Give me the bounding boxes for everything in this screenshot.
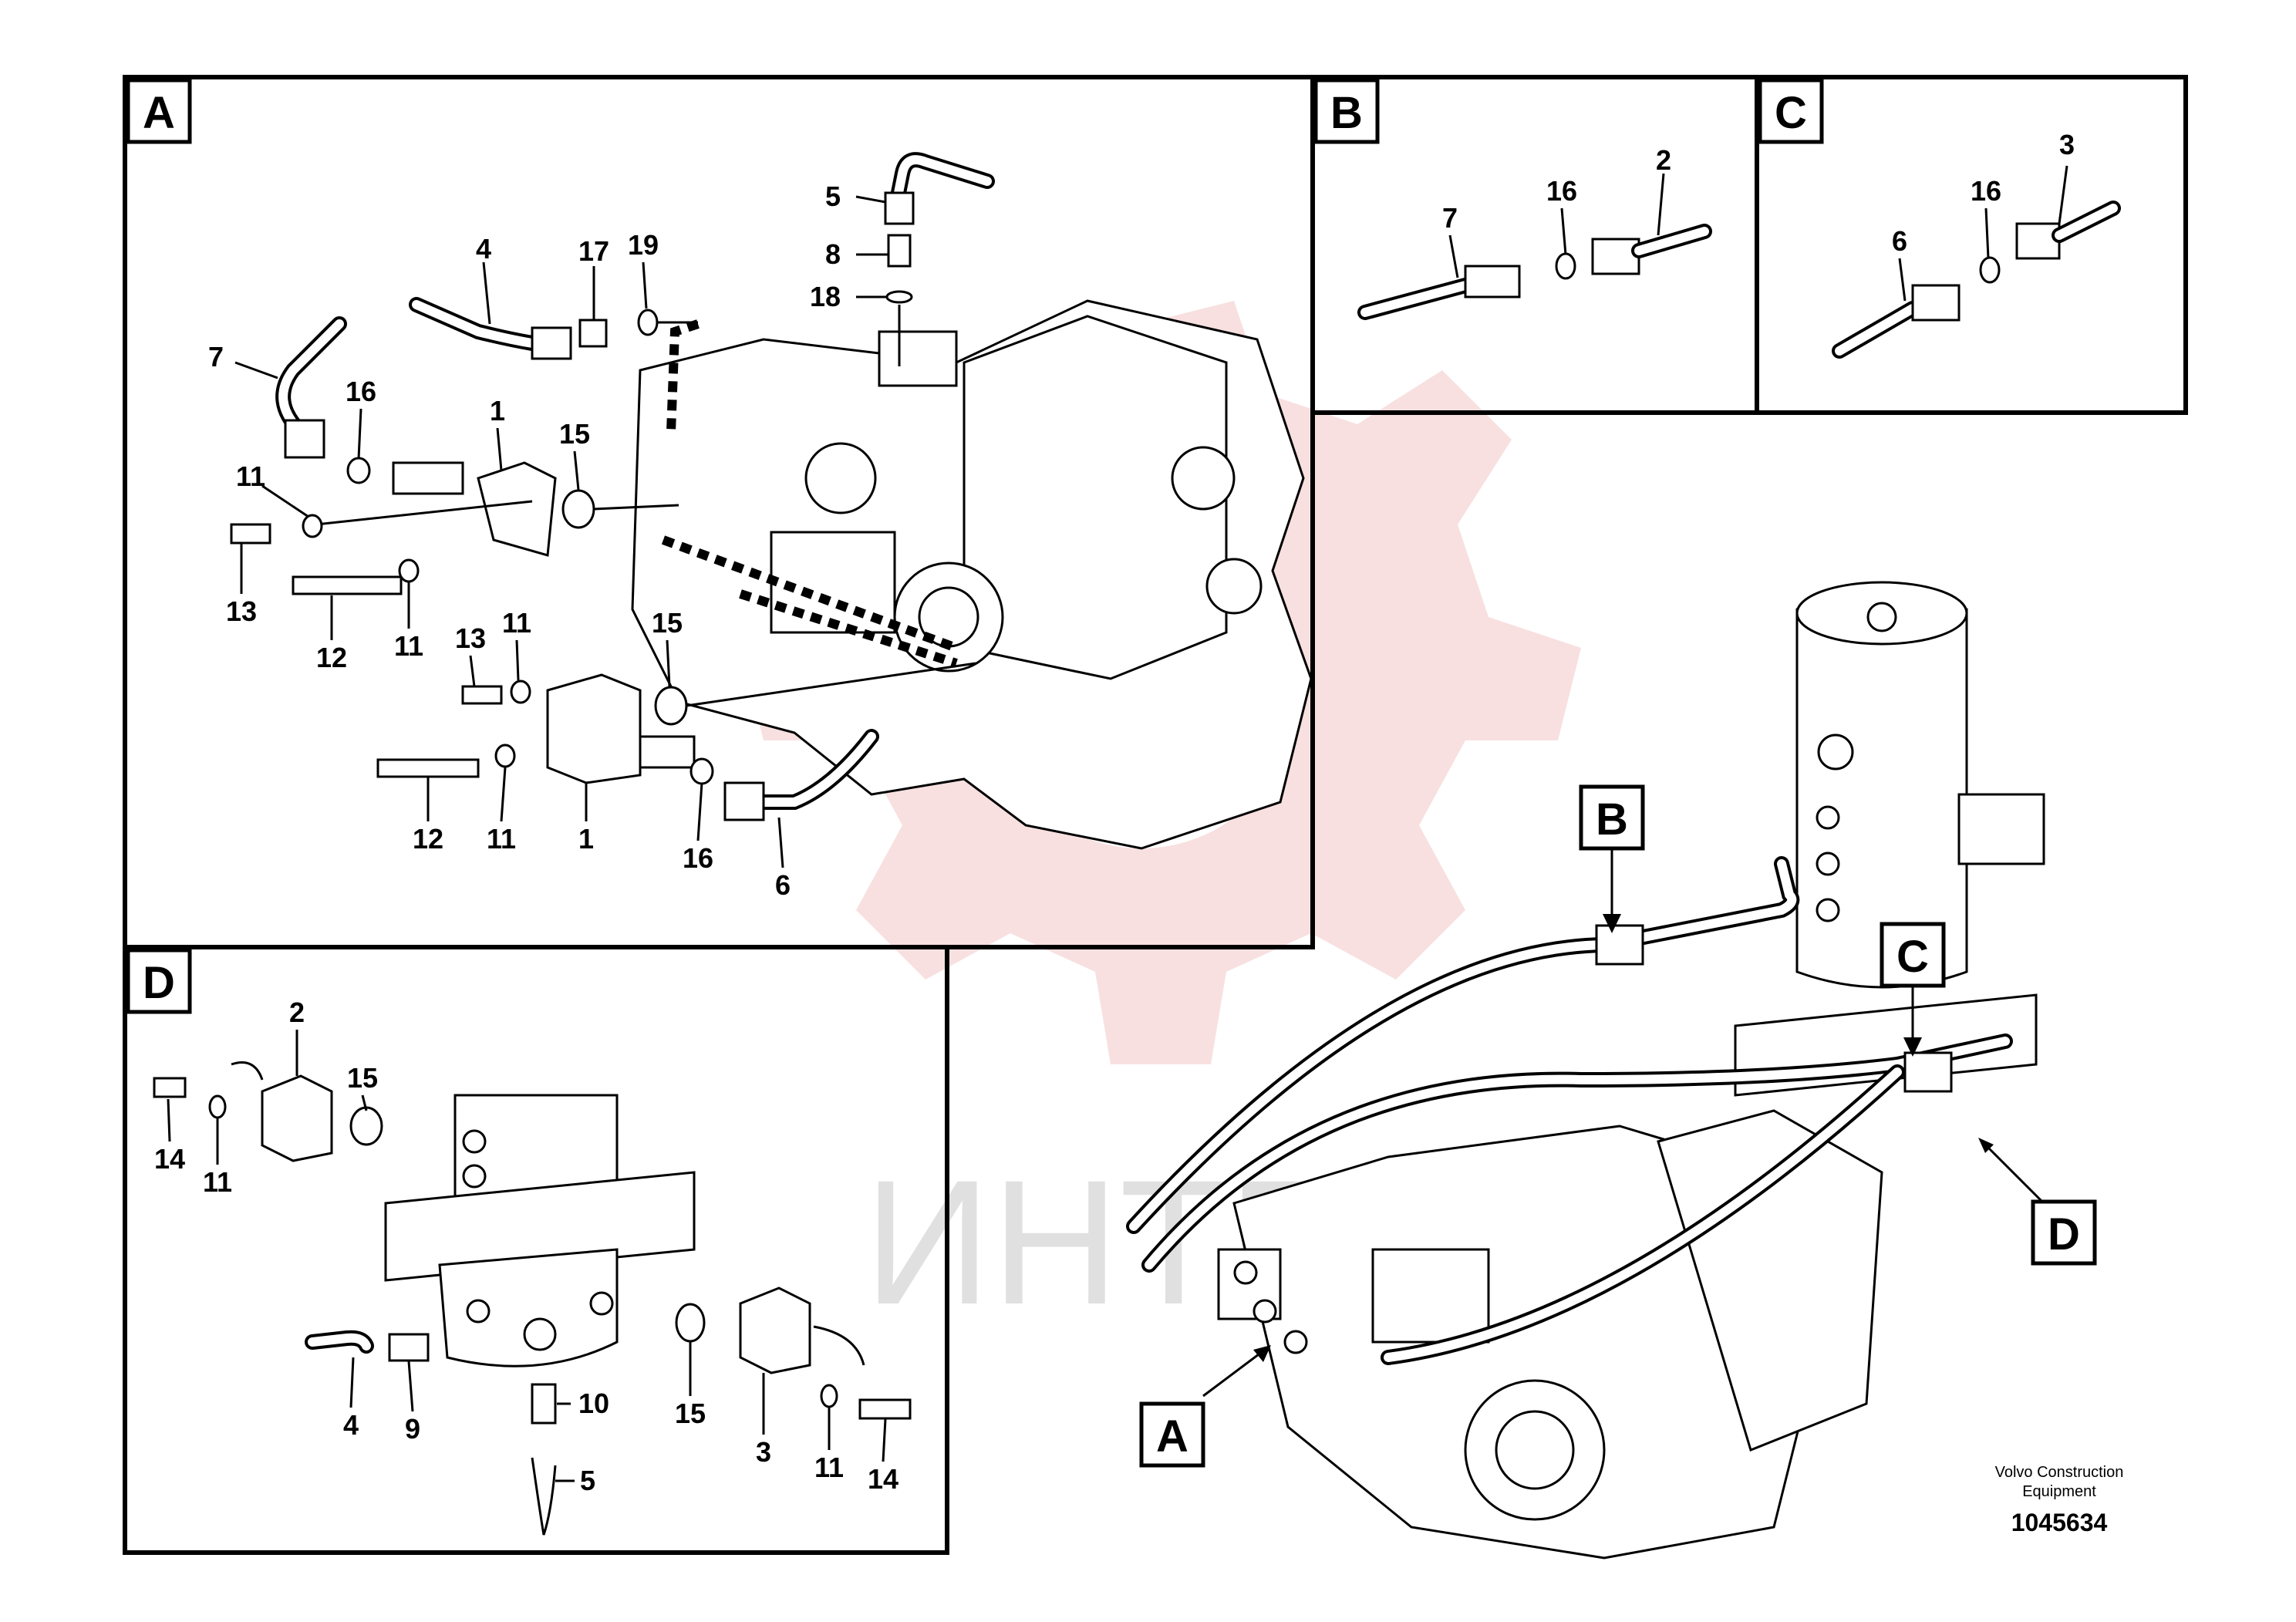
callout-b-16: 16 — [1546, 175, 1577, 207]
callout-c-16: 16 — [1971, 175, 2001, 207]
callout-d-14: 14 — [154, 1143, 185, 1175]
callout-c-6: 6 — [1892, 225, 1907, 257]
callout-a-19: 19 — [628, 229, 659, 261]
overview-assembly: B C D A — [1126, 581, 2097, 1560]
callout-a-13: 13 — [226, 595, 257, 627]
panel-a-tag: A — [143, 88, 175, 138]
callout-c-3: 3 — [2059, 129, 2075, 160]
callout-a-15: 15 — [559, 418, 590, 450]
callout-a-17: 17 — [578, 235, 609, 267]
company-name-line1: Volvo Construction — [1995, 1464, 2124, 1481]
callout-d-5: 5 — [580, 1465, 595, 1496]
callout-a-4: 4 — [476, 233, 491, 265]
callout-a-11b: 11 — [394, 630, 423, 662]
pump-assembly — [631, 299, 1313, 850]
panel-a: A — [123, 75, 1315, 949]
callout-a-18: 18 — [810, 281, 841, 312]
overview-tag-d: D — [2048, 1209, 2080, 1259]
callout-a-16b: 16 — [683, 842, 713, 874]
callout-d-11: 11 — [203, 1166, 232, 1198]
callout-a-11: 11 — [236, 460, 265, 492]
document-number: 1045634 — [2011, 1509, 2108, 1536]
callout-d-9: 9 — [405, 1413, 420, 1445]
panel-d: D 2 15 — [123, 945, 949, 1555]
callout-a-15b: 15 — [652, 607, 683, 639]
callout-b-2: 2 — [1656, 144, 1671, 176]
callout-d-15: 15 — [347, 1062, 378, 1094]
callout-a-6: 6 — [775, 869, 791, 901]
callout-a-12b: 12 — [413, 823, 443, 855]
callout-a-11c: 11 — [502, 607, 531, 639]
panel-c: C 6 16 3 — [1755, 75, 2188, 415]
company-name-line2: Equipment — [2022, 1483, 2096, 1500]
overview-tag-b: B — [1596, 794, 1628, 845]
panel-b-tag: B — [1330, 88, 1363, 138]
overview-tag-a: A — [1156, 1411, 1188, 1462]
callout-a-11d: 11 — [487, 823, 516, 855]
callout-a-7: 7 — [208, 341, 224, 373]
callout-a-12: 12 — [316, 642, 347, 673]
callout-a-5: 5 — [825, 180, 841, 212]
callout-d-10: 10 — [578, 1388, 609, 1419]
callout-d-3: 3 — [756, 1436, 771, 1468]
callout-b-7: 7 — [1442, 202, 1458, 234]
callout-d-14b: 14 — [868, 1463, 899, 1495]
panel-c-tag: C — [1775, 88, 1807, 138]
callout-d-4: 4 — [343, 1409, 359, 1441]
panel-b: B 7 16 2 — [1310, 75, 1759, 415]
callout-a-1b: 1 — [578, 823, 594, 855]
panel-d-tag: D — [143, 958, 175, 1008]
callout-a-8: 8 — [825, 238, 841, 270]
callout-d-2: 2 — [289, 996, 305, 1028]
callout-d-15b: 15 — [675, 1398, 706, 1429]
panel-a-tag-box — [126, 78, 192, 144]
callout-a-16: 16 — [346, 376, 376, 407]
callout-a-13b: 13 — [455, 622, 486, 654]
callout-a-1: 1 — [490, 395, 505, 427]
callout-d-11b: 11 — [814, 1452, 844, 1483]
overview-tag-c: C — [1896, 932, 1929, 982]
